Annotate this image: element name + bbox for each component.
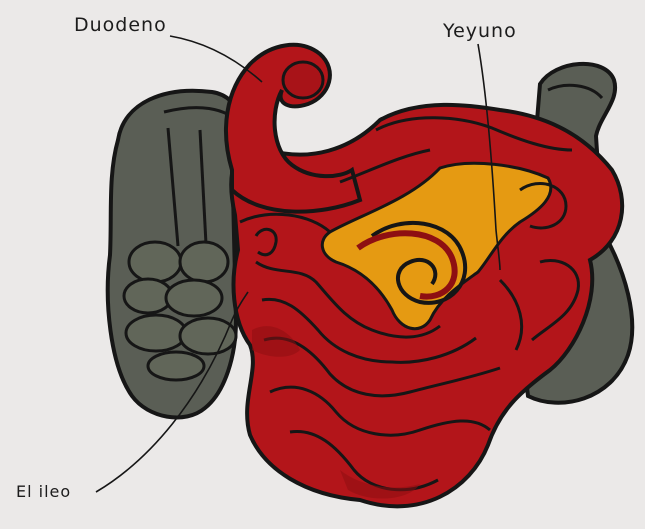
label-yeyuno: Yeyuno [443, 20, 517, 42]
label-duodeno: Duodeno [74, 14, 167, 36]
label-ileon: El ileo [16, 482, 71, 501]
colon-left [108, 91, 242, 418]
